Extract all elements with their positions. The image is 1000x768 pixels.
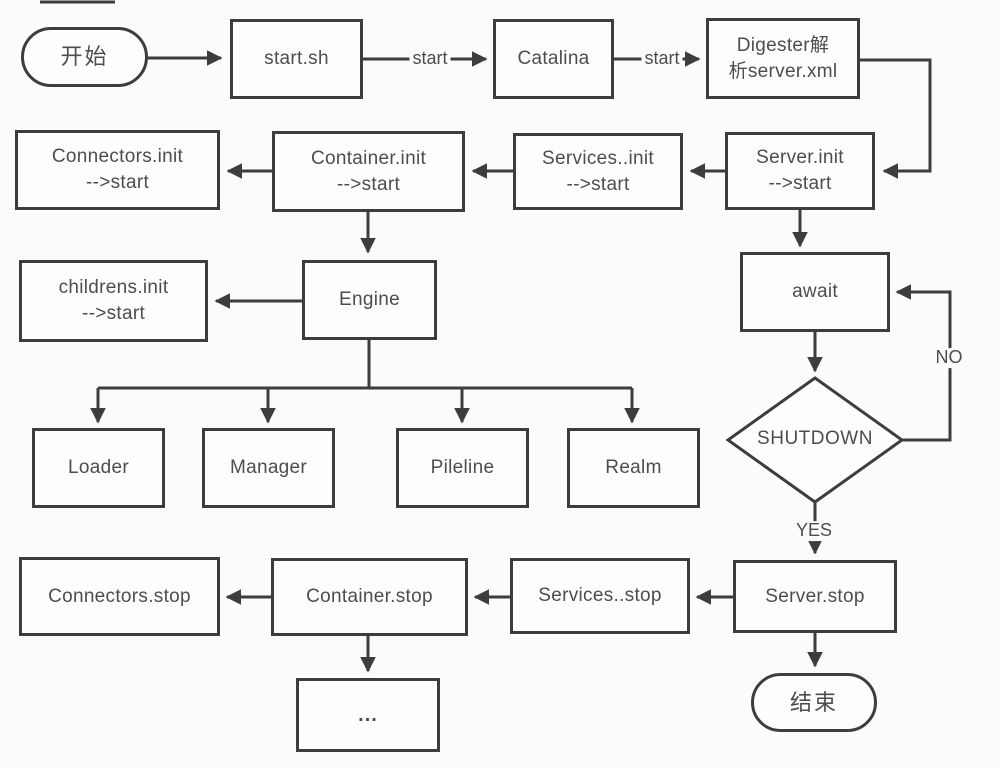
node-connectors-stop: Connectors.stop [19,557,220,636]
node-manager: Manager [202,428,335,508]
node-container-stop: Container.stop [271,558,468,636]
node-start-terminal: 开始 [21,27,148,87]
node-pileline: Pileline [396,428,529,508]
node-start-sh: start.sh [230,19,363,99]
node-container-init: Container.init -->start [272,131,465,212]
node-services-stop: Services..stop [510,558,690,634]
node-loader: Loader [32,428,165,508]
node-digester: Digester解 析server.xml [706,18,860,99]
edge-digester-to-serverinit [860,58,932,179]
node-ellipsis: ... [296,678,440,752]
edge-label-start-2: start [641,48,683,69]
node-services-init: Services..init -->start [513,133,683,210]
node-catalina: Catalina [493,19,614,99]
node-end-terminal: 结束 [751,673,877,732]
node-shutdown-decision-label: SHUTDOWN [757,428,873,449]
edge-label-start-1: start [409,48,451,69]
node-connectors-init: Connectors.init -->start [15,130,220,210]
node-server-init: Server.init -->start [725,132,875,210]
edge-label-yes: YES [792,520,836,541]
node-childrens-init: childrens.init -->start [19,260,208,342]
edge-label-no: NO [932,347,966,368]
node-engine: Engine [302,260,437,340]
node-await: await [740,252,890,332]
node-server-stop: Server.stop [733,560,897,633]
node-realm: Realm [567,428,700,508]
